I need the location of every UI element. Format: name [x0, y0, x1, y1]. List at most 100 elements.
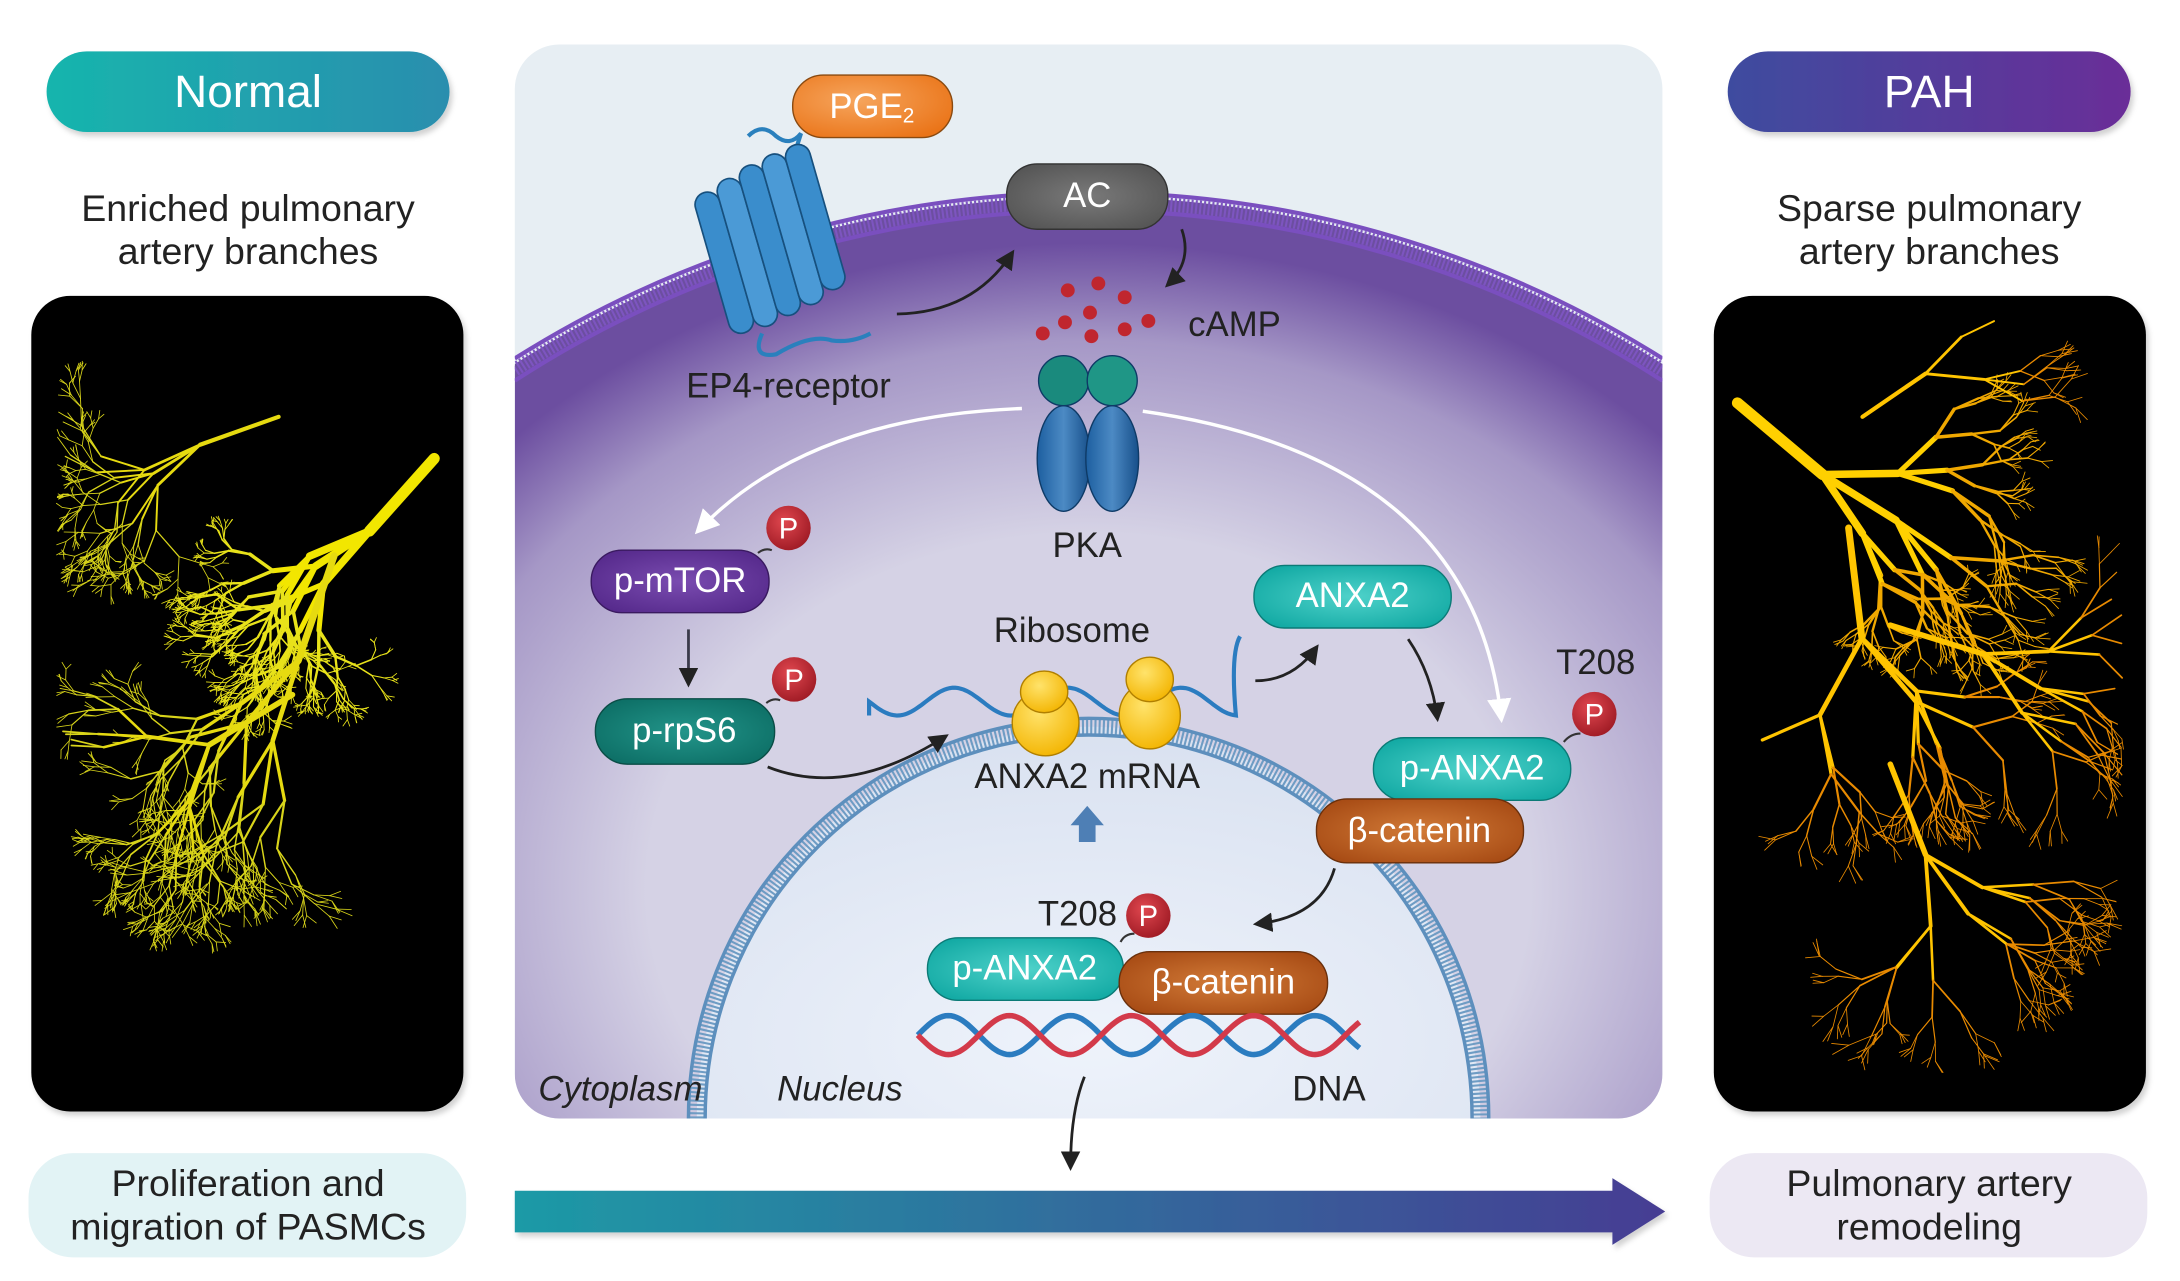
artery-branch — [311, 649, 317, 656]
artery-branch — [299, 894, 306, 912]
artery-branch — [266, 659, 275, 662]
artery-branch — [1978, 1050, 1981, 1066]
artery-branch — [1957, 606, 1964, 621]
artery-branch — [190, 600, 195, 605]
artery-branch — [1810, 975, 1823, 978]
artery-branch — [127, 921, 136, 926]
artery-branch — [1775, 830, 1797, 841]
beta-catenin-label: β-catenin — [1348, 812, 1491, 850]
artery-branch — [220, 899, 227, 909]
artery-branch — [248, 893, 261, 901]
artery-branch — [110, 799, 121, 802]
artery-branch — [2016, 657, 2025, 673]
artery-branch — [2045, 1005, 2056, 1016]
artery-branch — [146, 920, 155, 931]
artery-branch — [59, 469, 69, 473]
artery-branch — [305, 677, 308, 689]
artery-branch — [152, 864, 173, 868]
artery-branch — [2106, 742, 2123, 754]
artery-branch — [74, 848, 82, 857]
artery-branch — [2008, 595, 2017, 610]
artery-branch — [132, 664, 142, 672]
artery-branch — [2040, 1004, 2046, 1016]
artery-branch — [131, 901, 134, 909]
artery-branch — [1905, 668, 1915, 672]
artery-branch — [155, 809, 161, 819]
artery-branch — [59, 684, 68, 688]
artery-branch — [108, 681, 122, 690]
artery-branch — [175, 613, 180, 621]
artery-branch — [56, 540, 67, 546]
artery-branch — [2096, 931, 2109, 938]
artery-branch — [2101, 915, 2117, 918]
artery-branch — [1837, 975, 1863, 980]
artery-branch — [248, 552, 275, 573]
artery-branch — [198, 889, 205, 917]
artery-branch — [67, 587, 78, 593]
artery-branch — [162, 576, 172, 579]
artery-branch — [2025, 428, 2035, 432]
artery-branch — [218, 907, 222, 915]
artery-branch — [90, 855, 93, 864]
artery-branch — [1868, 660, 1873, 671]
artery-branch — [354, 712, 363, 716]
artery-branch — [2010, 937, 2029, 970]
artery-branch — [233, 695, 238, 706]
artery-branch — [222, 604, 233, 609]
artery-branch — [2098, 551, 2113, 565]
artery-branch — [232, 619, 248, 624]
artery-branch — [162, 577, 171, 582]
artery-branch — [2009, 574, 2021, 581]
artery-branch — [192, 556, 199, 559]
artery-branch — [1952, 589, 1962, 596]
artery-branch — [152, 443, 202, 475]
artery-branch — [149, 941, 155, 951]
artery-branch — [2023, 487, 2033, 490]
artery-branch — [1811, 855, 1824, 866]
artery-branch — [82, 491, 101, 505]
artery-branch — [1932, 979, 1962, 1013]
artery-branch — [314, 903, 330, 917]
artery-branch — [2052, 727, 2065, 736]
artery-branch — [220, 691, 223, 700]
artery-branch — [1902, 646, 1908, 656]
artery-branch — [132, 561, 140, 564]
artery-branch — [2054, 949, 2071, 952]
artery-branch — [181, 660, 190, 663]
artery-branch — [268, 717, 276, 724]
artery-branch — [1949, 614, 1958, 618]
artery-branch — [2032, 554, 2060, 559]
artery-branch — [190, 649, 195, 654]
artery-branch — [80, 460, 88, 468]
artery-branch — [65, 473, 70, 478]
artery-branch — [171, 870, 185, 877]
artery-branch — [148, 928, 159, 932]
artery-branch — [108, 555, 110, 566]
artery-branch — [125, 545, 135, 562]
artery-branch — [101, 675, 110, 683]
artery-branch — [2033, 952, 2053, 963]
artery-branch — [2011, 489, 2022, 497]
artery-branch — [144, 589, 153, 594]
artery-branch — [186, 921, 196, 927]
artery-branch — [1898, 639, 1915, 657]
artery-branch — [238, 654, 251, 658]
artery-branch — [247, 700, 254, 708]
artery-branch — [248, 901, 256, 910]
artery-branch — [1997, 559, 2032, 570]
artery-branch — [2054, 972, 2058, 983]
phospho-icon — [771, 657, 817, 702]
artery-branch — [269, 905, 278, 915]
artery-branch — [1870, 657, 1877, 664]
artery-branch — [1914, 601, 1937, 624]
pah-outcome-line2: remodeling — [1836, 1205, 2022, 1247]
artery-branch — [247, 681, 254, 688]
artery-branch — [73, 690, 95, 697]
artery-branch — [131, 761, 137, 769]
artery-branch — [104, 559, 107, 568]
artery-branch — [2051, 574, 2065, 583]
artery-branch — [2034, 959, 2057, 969]
artery-branch — [2067, 576, 2081, 582]
artery-branch — [107, 523, 123, 537]
artery-branch — [92, 843, 101, 852]
